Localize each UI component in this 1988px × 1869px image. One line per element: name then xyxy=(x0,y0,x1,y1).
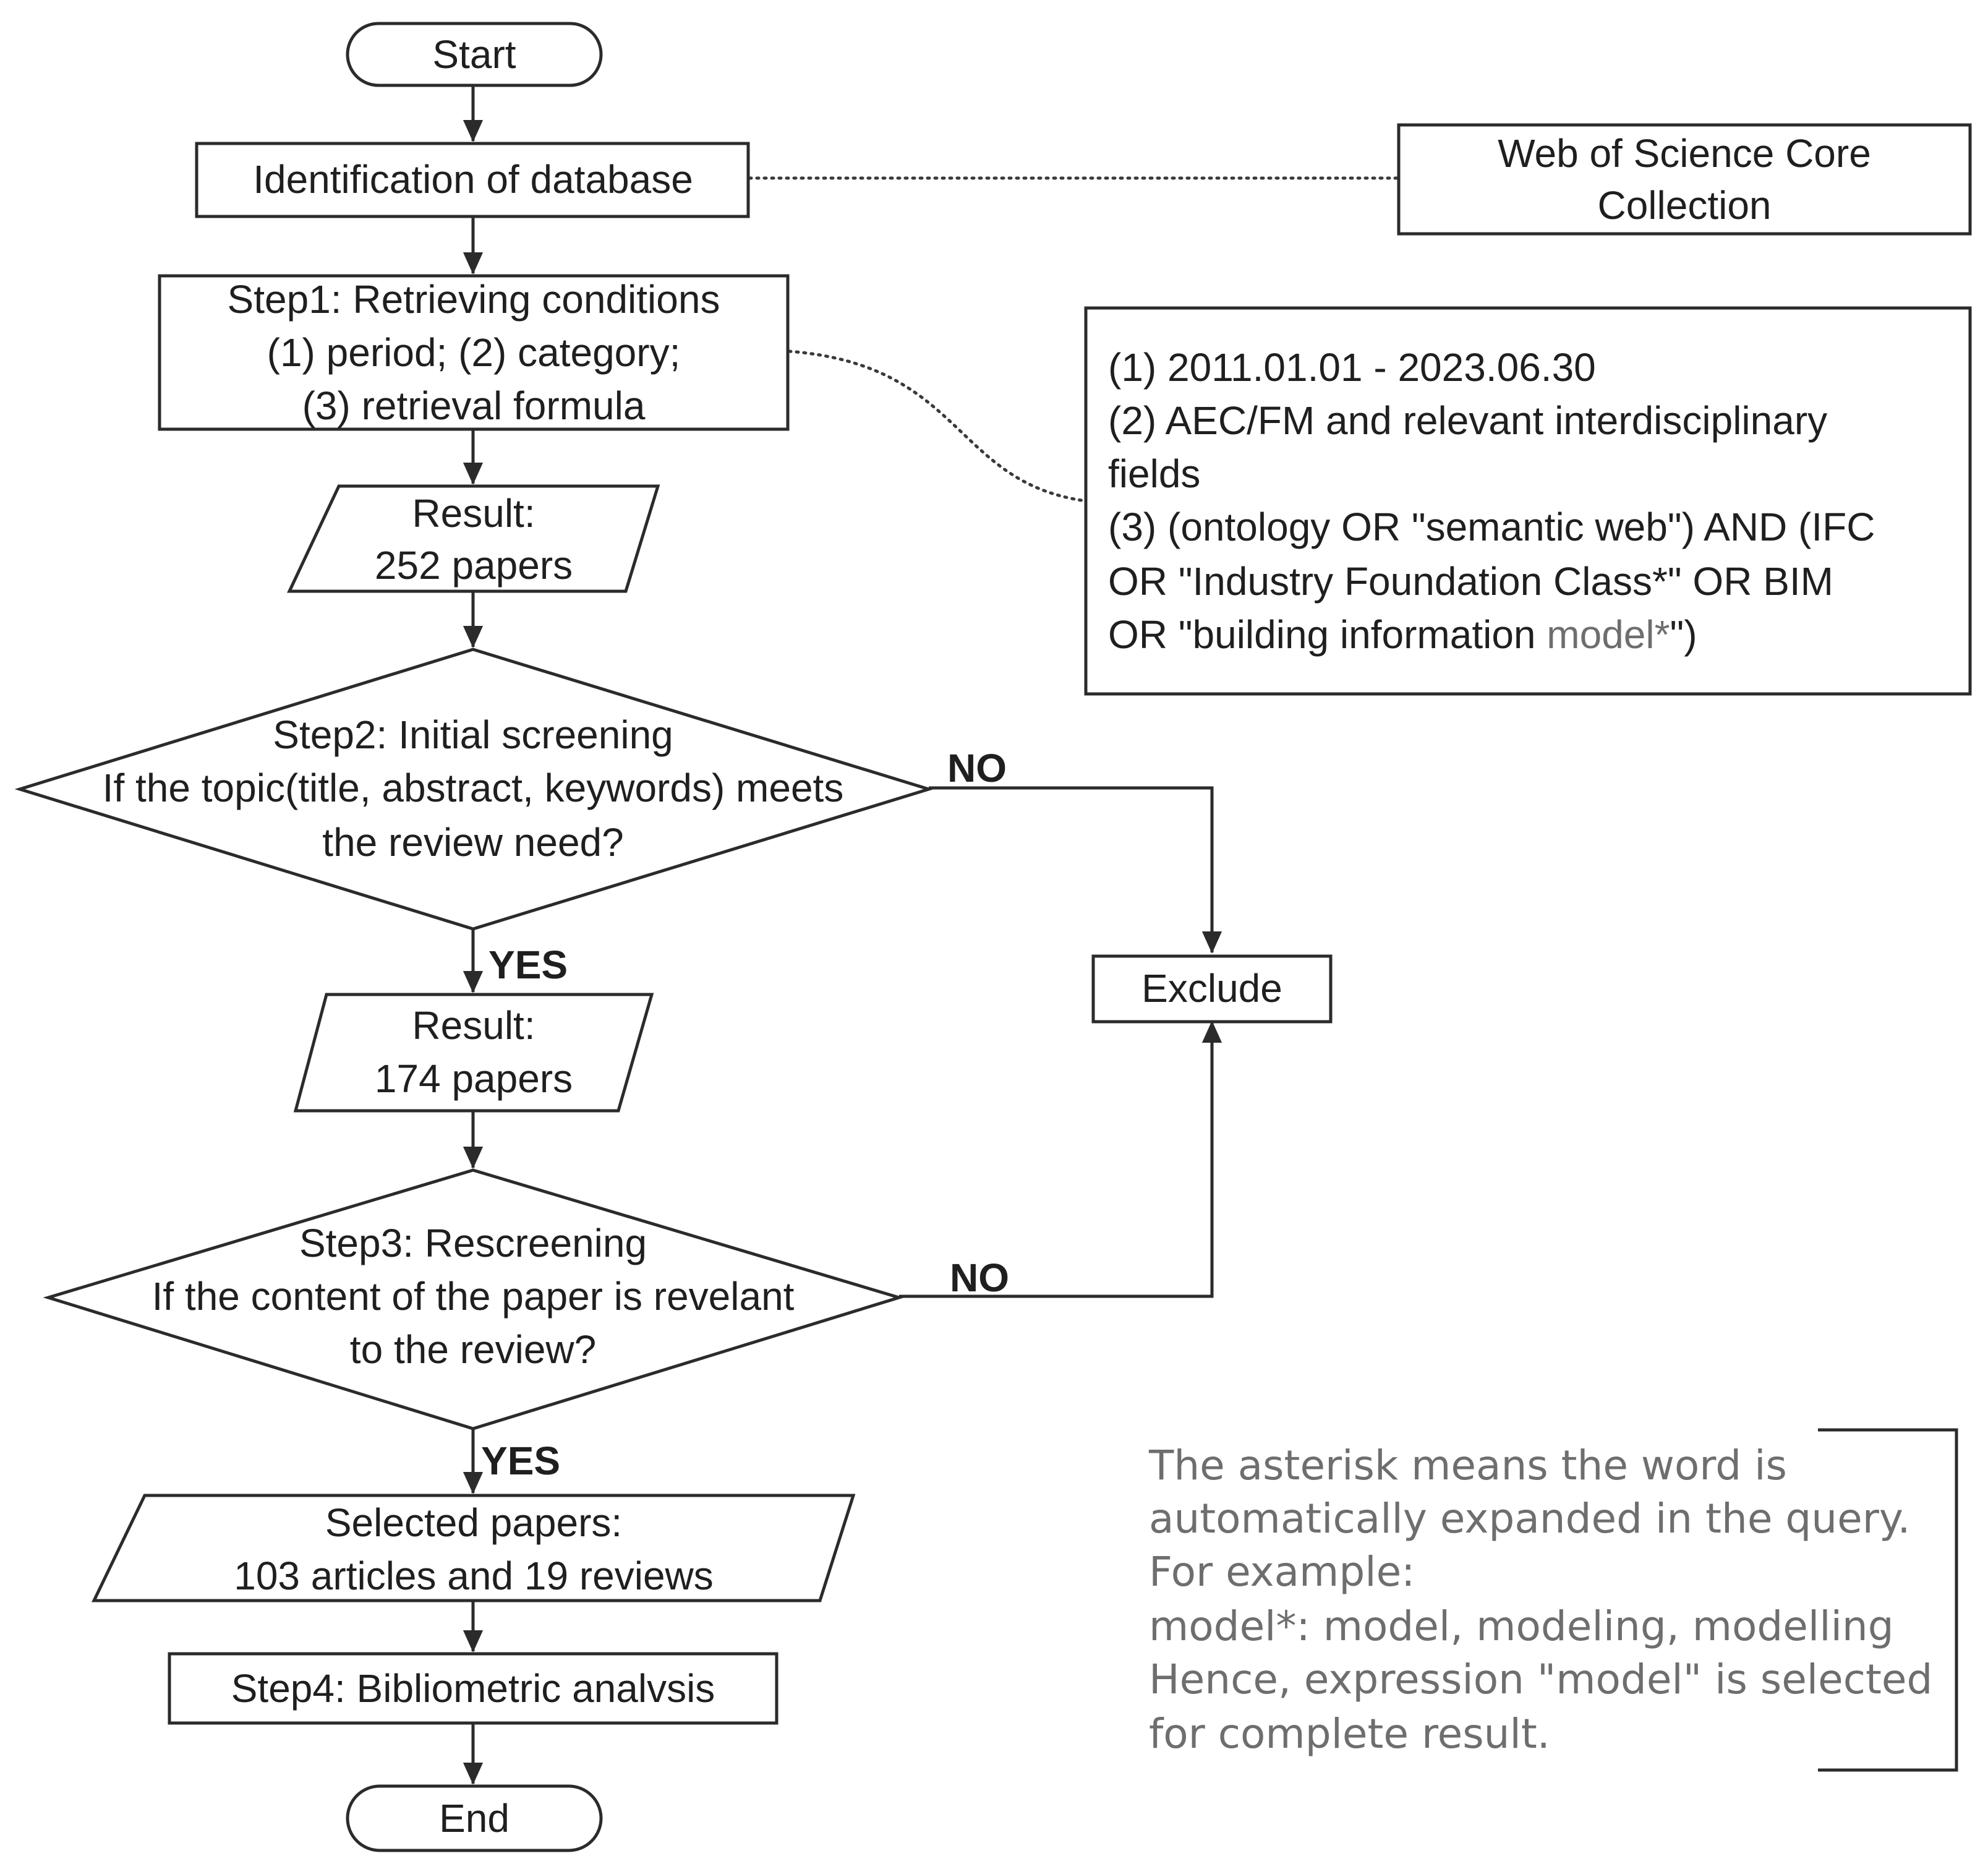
result2-line2: 174 papers xyxy=(375,1056,573,1101)
arrow-step3-no-to-exclude xyxy=(899,1020,1222,1298)
wos-label-line2: Collection xyxy=(1597,183,1771,228)
note-line5: Hence, expression "model" is selected xyxy=(1149,1656,1932,1703)
dotted-link-conditions xyxy=(787,349,1088,503)
step1-node: Step1: Retrieving conditions (1) period;… xyxy=(158,274,790,431)
note-line3: For example: xyxy=(1149,1548,1415,1596)
start-node: Start xyxy=(346,22,603,87)
step2-line2: If the topic(title, abstract, keywords) … xyxy=(103,766,844,810)
conditions-line3: fields xyxy=(1108,451,1200,496)
conditions-line6-prefix: OR "building information xyxy=(1108,612,1546,657)
selected-line2: 103 articles and 19 reviews xyxy=(234,1554,714,1598)
conditions-line1: (1) 2011.01.01 - 2023.06.30 xyxy=(1108,345,1596,390)
step1-line3: (3) retrieval formula xyxy=(302,383,646,428)
selected-line1: Selected papers: xyxy=(325,1500,622,1545)
note-line2: automatically expanded in the query. xyxy=(1149,1495,1911,1542)
end-node: End xyxy=(346,1784,603,1852)
step2-yes-label: YES xyxy=(488,943,568,987)
step2-decision: Step2: Initial screening If the topic(ti… xyxy=(14,648,934,931)
identification-node: Identification of database xyxy=(195,142,750,218)
note-bracket xyxy=(1818,1428,1958,1772)
step3-no-label: NO xyxy=(950,1255,1009,1300)
conditions-node: (1) 2011.01.01 - 2023.06.30 (2) AEC/FM a… xyxy=(1084,306,1972,696)
note-line4: model*: model, modeling, modelling xyxy=(1149,1602,1894,1650)
step3-line3: to the review? xyxy=(350,1327,596,1372)
step3-yes-label: YES xyxy=(481,1439,560,1483)
conditions-line4: (3) (ontology OR "semantic web") AND (IF… xyxy=(1108,505,1875,549)
wos-node: Web of Science Core Collection xyxy=(1397,123,1972,236)
note-line6: for complete result. xyxy=(1149,1710,1550,1758)
result1-line2: 252 papers xyxy=(375,543,573,588)
exclude-label: Exclude xyxy=(1141,966,1282,1011)
conditions-line2: (2) AEC/FM and relevant interdisciplinar… xyxy=(1108,398,1827,443)
wos-label-line1: Web of Science Core xyxy=(1498,131,1871,176)
result1-line1: Result: xyxy=(412,491,535,536)
asterisk-note: The asterisk means the word is automatic… xyxy=(1148,1428,1958,1772)
arrow-step2-no-to-exclude xyxy=(929,786,1222,954)
step3-line1: Step3: Rescreening xyxy=(299,1221,647,1265)
step4-node: Step4: Bibliometric analvsis xyxy=(168,1652,779,1725)
result2-line1: Result: xyxy=(412,1003,535,1048)
start-label: Start xyxy=(432,32,516,77)
note-line1: The asterisk means the word is xyxy=(1148,1442,1787,1489)
step4-label: Step4: Bibliometric analvsis xyxy=(231,1666,715,1711)
step1-line1: Step1: Retrieving conditions xyxy=(228,277,720,322)
step2-no-label: NO xyxy=(947,746,1007,790)
conditions-line5: OR "Industry Foundation Class*" OR BIM xyxy=(1108,559,1833,604)
connectors xyxy=(463,87,1401,1785)
conditions-line6: OR "building information model*") xyxy=(1108,612,1697,657)
step1-line2: (1) period; (2) category; xyxy=(267,330,681,375)
step2-line1: Step2: Initial screening xyxy=(273,712,673,757)
identification-label: Identification of database xyxy=(253,157,693,202)
selected-node: Selected papers: 103 articles and 19 rev… xyxy=(92,1494,856,1602)
result1-node: Result: 252 papers xyxy=(287,484,660,593)
end-label: End xyxy=(439,1796,510,1841)
step2-line3: the review need? xyxy=(322,820,623,865)
step3-decision: Step3: Rescreening If the content of the… xyxy=(43,1168,905,1431)
conditions-line6-suffix: ") xyxy=(1670,612,1697,657)
exclude-node: Exclude xyxy=(1091,954,1333,1024)
step3-line2: If the content of the paper is revelant xyxy=(152,1274,795,1319)
result2-node: Result: 174 papers xyxy=(293,993,654,1113)
conditions-line6-highlight: model* xyxy=(1546,612,1670,657)
